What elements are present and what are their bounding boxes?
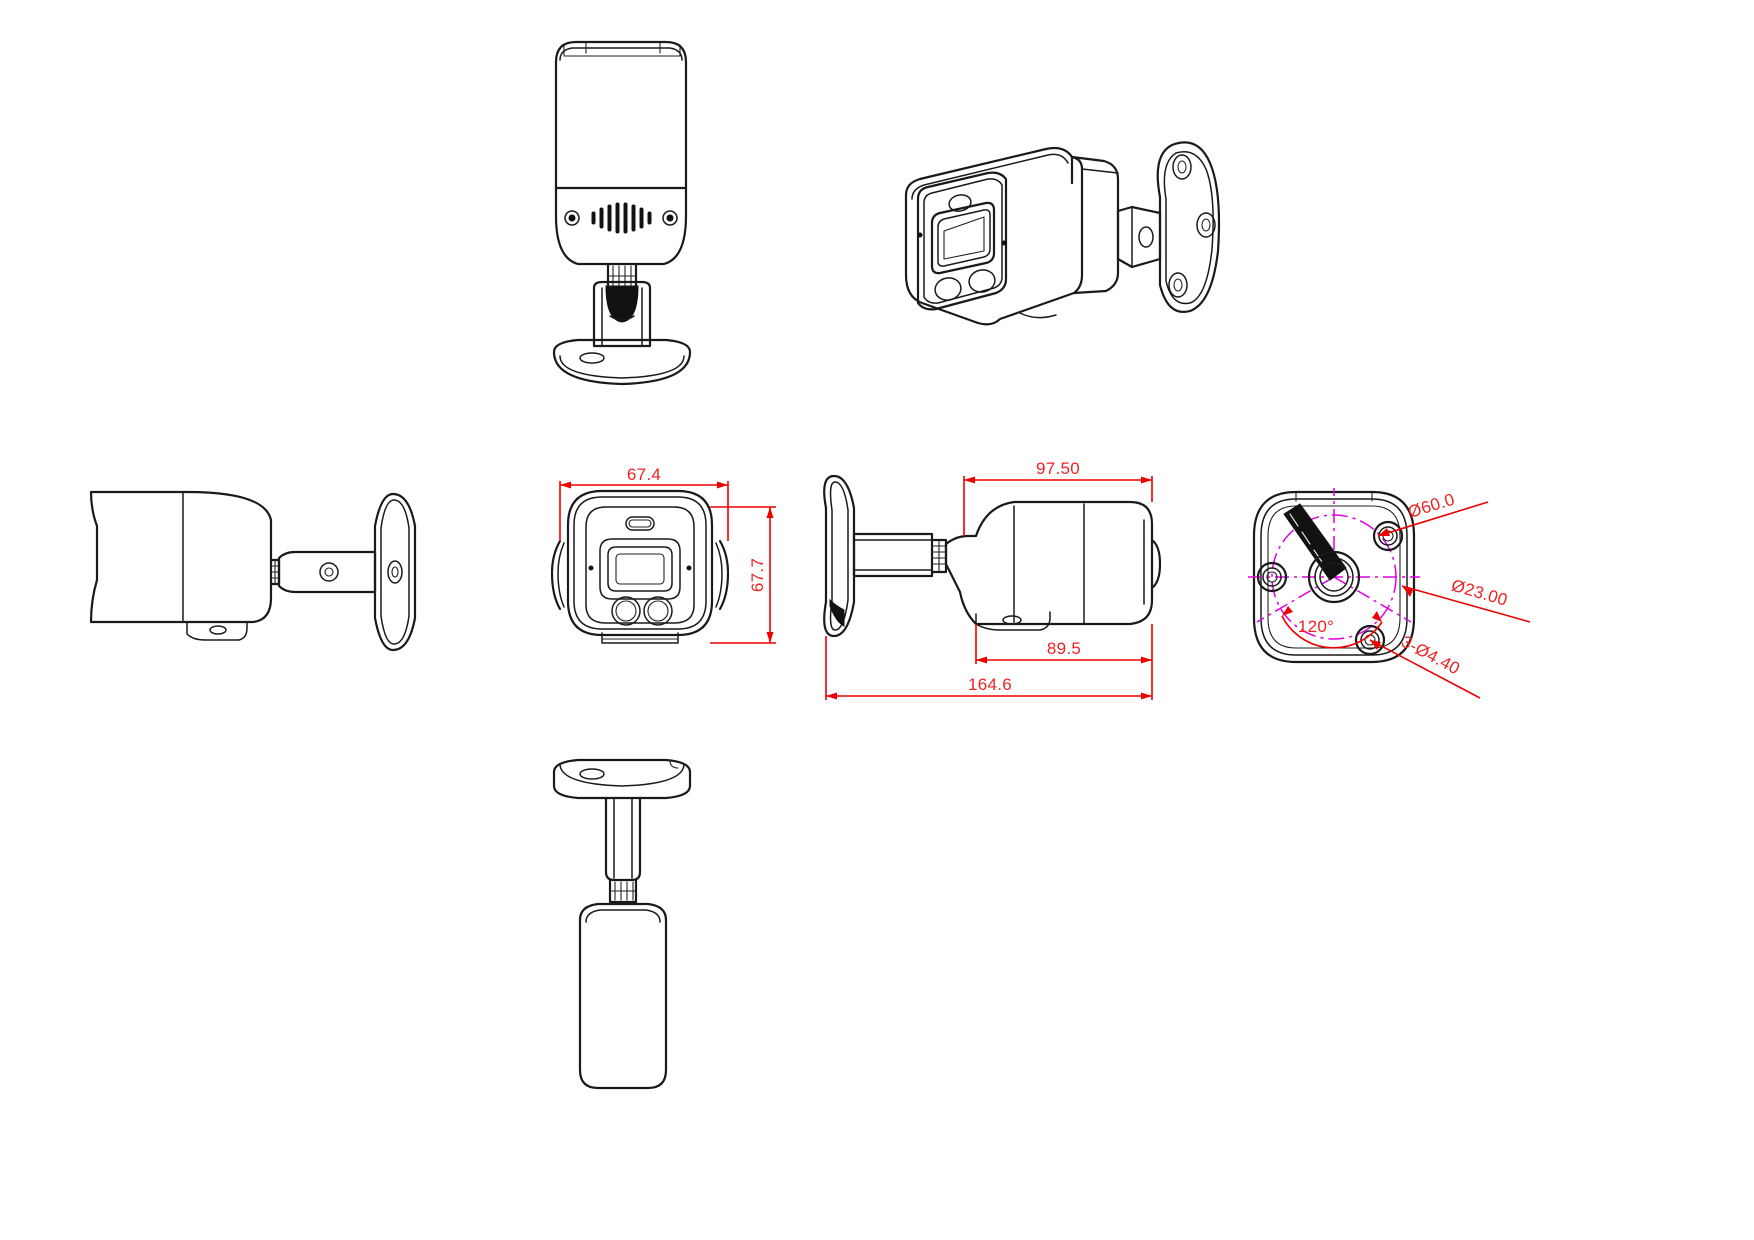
dim-hole-angle: 120°	[1281, 606, 1383, 649]
dim-side-body-length-label: 97.50	[1036, 459, 1080, 478]
bottom-view-camera-with-mount	[552, 758, 692, 1090]
right-side-view-camera: 97.50 89.5 164.6	[823, 459, 1162, 700]
front-view-camera: 67.4 67.7	[550, 465, 776, 644]
dim-inner-bore: Ø23.00	[1401, 576, 1531, 623]
top-view-camera-with-mount	[552, 40, 692, 386]
dim-bolt-circle-label: Ø60.0	[1406, 490, 1457, 522]
dim-front-width-label: 67.4	[627, 465, 661, 484]
dim-side-body-offset-label: 89.5	[1047, 639, 1081, 658]
dim-front-width: 67.4	[559, 465, 729, 541]
mount-base-plate-view: 120° Ø60.0 Ø23.00 3-Ø4.40	[1248, 488, 1531, 699]
dim-inner-bore-label: Ø23.00	[1449, 576, 1510, 610]
dim-front-height-label: 67.7	[748, 558, 767, 592]
dim-side-body-length: 97.50	[963, 459, 1153, 536]
dim-hole-spec: 3-Ø4.40	[1369, 632, 1481, 699]
dim-side-body-offset: 89.5	[975, 624, 1153, 664]
isometric-view-camera	[904, 141, 1221, 326]
dim-side-overall-length: 164.6	[825, 636, 1153, 700]
dim-hole-angle-label: 120°	[1298, 617, 1334, 636]
dim-front-height: 67.7	[710, 506, 776, 644]
mount-hole-left	[1256, 561, 1288, 593]
dim-side-overall-length-label: 164.6	[968, 675, 1012, 694]
left-side-view-camera	[89, 490, 417, 652]
